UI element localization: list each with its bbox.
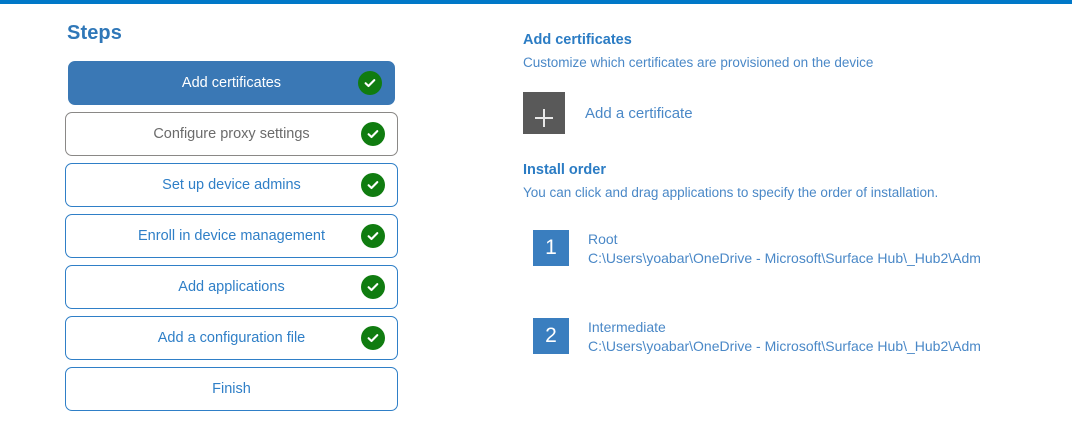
add-certificate-label: Add a certificate	[585, 104, 693, 122]
list-item[interactable]: 1 Root C:\Users\yoabar\OneDrive - Micros…	[523, 230, 981, 268]
order-item-text: Root C:\Users\yoabar\OneDrive - Microsof…	[588, 230, 981, 268]
certificate-path: C:\Users\yoabar\OneDrive - Microsoft\Sur…	[588, 338, 981, 354]
steps-title: Steps	[67, 22, 122, 44]
step-item-add-applications[interactable]: Add applications	[65, 265, 398, 309]
order-number-badge: 1	[533, 230, 569, 266]
page-subtitle: Customize which certificates are provisi…	[523, 55, 874, 70]
certificate-name: Root	[588, 231, 618, 247]
order-number-badge: 2	[533, 318, 569, 354]
step-item-set-up-device-admins[interactable]: Set up device admins	[65, 163, 398, 207]
content-panel: Add certificates Customize which certifi…	[523, 30, 1043, 406]
step-label: Add applications	[178, 279, 285, 295]
page-title: Add certificates	[523, 32, 632, 48]
step-label: Add certificates	[181, 75, 282, 91]
certificate-path: C:\Users\yoabar\OneDrive - Microsoft\Sur…	[588, 250, 981, 266]
check-circle-icon	[358, 71, 382, 95]
step-label: Add a configuration file	[157, 330, 306, 346]
check-circle-icon	[361, 224, 385, 248]
step-label: Enroll in device management	[138, 228, 325, 244]
check-circle-icon	[361, 326, 385, 350]
install-order-section: Install order You can click and drag app…	[523, 160, 1043, 356]
certificate-name: Intermediate	[588, 319, 666, 335]
check-circle-icon	[361, 275, 385, 299]
check-circle-icon	[361, 122, 385, 146]
check-circle-icon	[361, 173, 385, 197]
list-item[interactable]: 2 Intermediate C:\Users\yoabar\OneDrive …	[523, 318, 981, 356]
steps-panel: Steps Add certificates Configure proxy s…	[65, 22, 401, 411]
add-certificate-button[interactable]: Add a certificate	[523, 92, 693, 134]
step-label: Finish	[212, 381, 251, 397]
plus-icon	[523, 92, 565, 134]
order-item-text: Intermediate C:\Users\yoabar\OneDrive - …	[588, 318, 981, 356]
install-order-subtitle: You can click and drag applications to s…	[523, 185, 939, 200]
step-label: Configure proxy settings	[153, 126, 310, 142]
step-label: Set up device admins	[162, 177, 301, 193]
step-item-add-a-configuration-file[interactable]: Add a configuration file	[65, 316, 398, 360]
step-item-enroll-in-device-management[interactable]: Enroll in device management	[65, 214, 398, 258]
install-order-list: 1 Root C:\Users\yoabar\OneDrive - Micros…	[523, 230, 1043, 356]
install-order-title: Install order	[523, 162, 606, 178]
step-item-configure-proxy-settings[interactable]: Configure proxy settings	[65, 112, 398, 156]
step-item-add-certificates[interactable]: Add certificates	[68, 61, 395, 105]
step-list: Add certificates Configure proxy setting…	[65, 61, 401, 411]
step-item-finish[interactable]: Finish	[65, 367, 398, 411]
top-accent-bar	[0, 0, 1072, 4]
